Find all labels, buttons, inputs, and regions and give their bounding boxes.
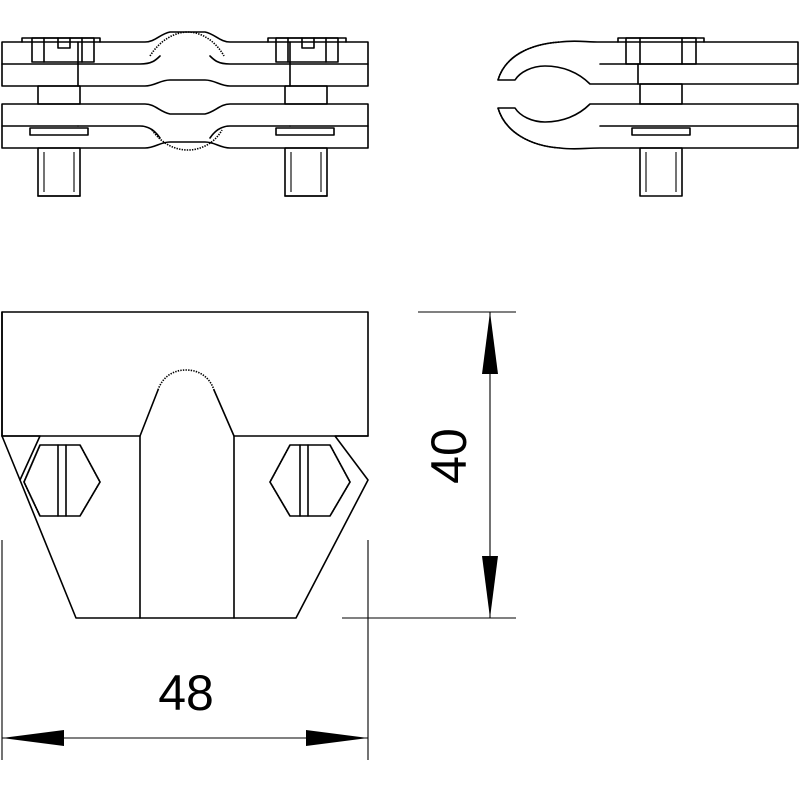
plan-body-outline <box>1 311 369 619</box>
plan-chamfer-left <box>1 435 21 481</box>
height-arrow-bottom <box>482 556 498 618</box>
side-bolt-head <box>617 37 705 65</box>
front-upper-plate <box>1 31 369 87</box>
width-dimension-label: 48 <box>158 665 214 721</box>
front-lower-plate <box>1 103 369 149</box>
front-bolt-thread-left <box>37 147 81 197</box>
side-view <box>497 37 799 197</box>
front-bolt-head-left <box>21 37 101 63</box>
side-bolt-shank <box>639 83 683 105</box>
side-lower-jaw-teeth <box>497 107 561 149</box>
front-bolt-shank-left <box>37 85 81 105</box>
height-arrow-top <box>482 312 498 374</box>
plan-bolt-head-right <box>269 444 351 517</box>
plan-bolt-head-left <box>23 444 101 517</box>
width-arrow-left <box>2 730 64 746</box>
side-upper-jaw <box>497 40 799 85</box>
front-washer-left <box>29 127 89 136</box>
dimension-width: 48 <box>1 540 369 760</box>
side-washer <box>631 127 691 136</box>
front-upper-contour-right <box>209 55 291 65</box>
dimension-height: 40 <box>342 311 516 619</box>
width-arrow-right <box>306 730 368 746</box>
front-lower-contour-left <box>77 125 161 139</box>
front-bolt-shank-right <box>284 85 328 105</box>
front-view <box>1 31 369 197</box>
side-upper-jaw-teeth <box>497 41 561 81</box>
side-bolt-thread <box>639 147 683 197</box>
plan-channel-right <box>213 389 235 619</box>
height-dimension-label: 40 <box>421 428 477 484</box>
front-conductor-groove-bottom <box>151 129 223 151</box>
plan-channel-left <box>139 389 159 619</box>
front-washer-right <box>275 127 335 136</box>
front-upper-contour-left <box>77 55 161 65</box>
front-lower-contour-right <box>209 125 291 139</box>
plan-view <box>1 311 369 619</box>
front-bolt-head-right <box>267 37 347 63</box>
front-bolt-thread-right <box>284 147 328 197</box>
plan-channel-arc <box>157 369 215 391</box>
